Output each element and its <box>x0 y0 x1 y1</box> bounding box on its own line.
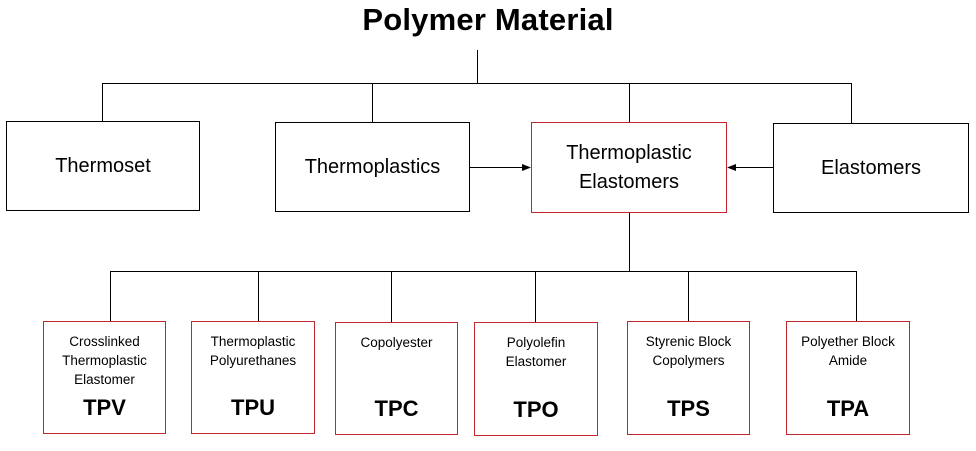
type-desc-line: Thermoplastic <box>210 334 296 349</box>
type-code: TPC <box>374 396 419 421</box>
diagram-title: Polymer Material <box>362 2 614 37</box>
type-code: TPU <box>231 395 275 420</box>
thermoplastics-box: Thermoplastics <box>275 122 470 212</box>
type-box-tpu: Thermoplastic Polyurethanes TPU <box>191 321 315 434</box>
elastomers-label: Elastomers <box>820 156 922 179</box>
type-box-tpa: Polyether Block Amide TPA <box>786 321 910 435</box>
type-desc-line: Copolyester <box>360 335 433 350</box>
type-desc-line: Elastomer <box>74 372 135 387</box>
type-desc-line: Polyether Block <box>801 334 895 349</box>
tpe-label-line2: Elastomers <box>578 170 679 193</box>
type-desc-line: Amide <box>828 353 868 368</box>
type-desc-line: Polyolefin <box>506 335 566 350</box>
type-code: TPO <box>513 397 559 422</box>
type-code: TPS <box>667 396 710 421</box>
type-box-tps: Styrenic Block Copolymers TPS <box>627 321 750 435</box>
type-box-tpo: Polyolefin Elastomer TPO <box>474 322 598 436</box>
thermoplastic-elastomers-box: Thermoplastic Elastomers <box>531 122 727 213</box>
thermoset-label: Thermoset <box>55 154 151 177</box>
type-box-tpv: Crosslinked Thermoplastic Elastomer TPV <box>43 321 166 434</box>
type-desc-line: Copolymers <box>652 353 725 368</box>
type-desc-line: Thermoplastic <box>62 353 147 368</box>
type-desc-line: Elastomer <box>505 354 567 369</box>
type-box-tpc: Copolyester TPC <box>335 322 458 435</box>
thermoplastics-label: Thermoplastics <box>304 155 441 178</box>
thermoset-box: Thermoset <box>6 121 200 211</box>
tpe-label-line1: Thermoplastic <box>566 141 692 164</box>
type-desc-line: Polyurethanes <box>209 353 297 368</box>
type-desc-line: Crosslinked <box>69 334 140 349</box>
type-code: TPV <box>83 395 126 420</box>
elastomers-box: Elastomers <box>773 123 969 213</box>
type-desc-line: Styrenic Block <box>645 334 732 349</box>
type-code: TPA <box>826 396 870 421</box>
